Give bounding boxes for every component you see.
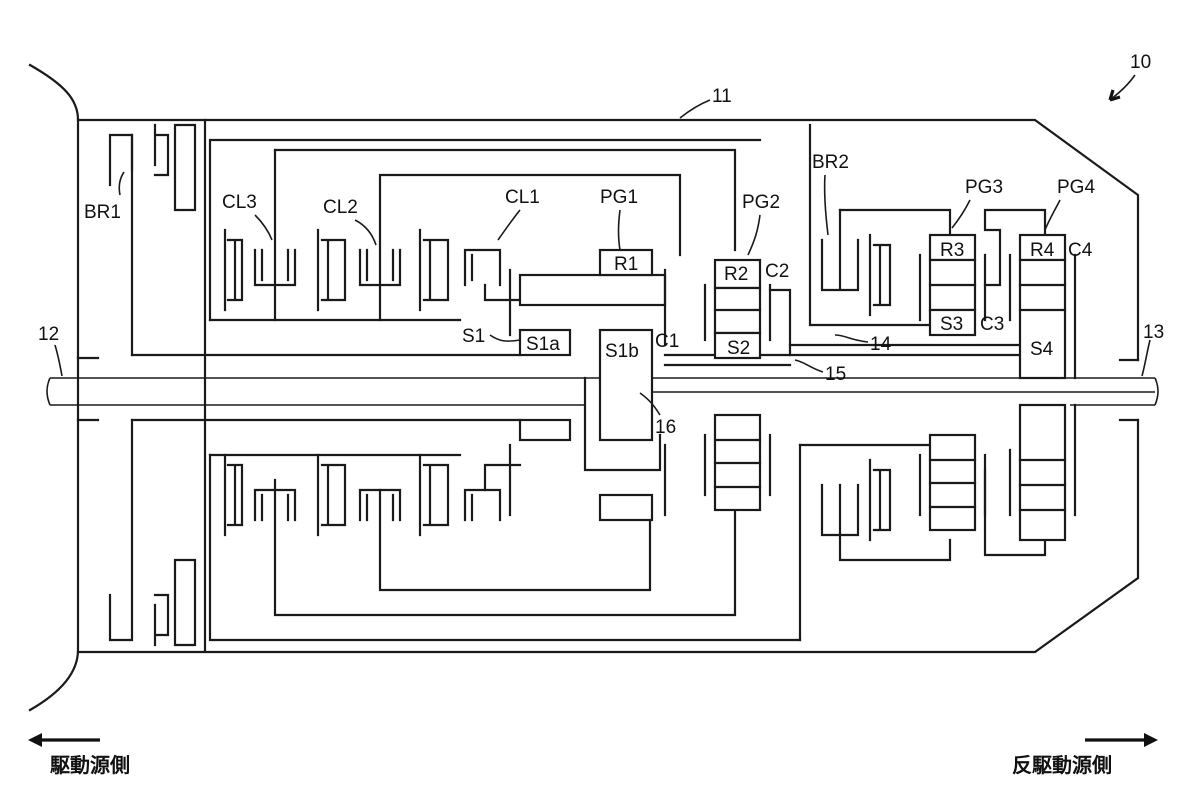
planetary-gear-pg2 bbox=[703, 258, 792, 512]
left-arrowhead-icon bbox=[28, 733, 42, 747]
label-pg2: PG2 bbox=[742, 192, 780, 213]
label-s4: S4 bbox=[1030, 339, 1054, 360]
label-s1a: S1a bbox=[526, 334, 560, 355]
label-c3: C3 bbox=[980, 314, 1004, 335]
label-br1: BR1 bbox=[84, 202, 121, 223]
leader-lines bbox=[54, 74, 1151, 416]
clutch-cl2-lower bbox=[316, 453, 402, 537]
label-ref-14: 14 bbox=[870, 334, 892, 355]
clutch-drums-lower bbox=[208, 453, 802, 642]
caption-drive-side: 駆動源側 bbox=[50, 753, 130, 777]
label-pg1: PG1 bbox=[600, 187, 638, 208]
label-ref-16: 16 bbox=[655, 417, 676, 438]
label-c4: C4 bbox=[1068, 240, 1093, 261]
label-br2: BR2 bbox=[812, 152, 849, 173]
label-pg4: PG4 bbox=[1057, 177, 1095, 198]
anti-drive-side-indicator: 反駆動源側 bbox=[1012, 733, 1158, 777]
label-ref-13: 13 bbox=[1143, 322, 1164, 343]
drive-side-indicator: 駆動源側 bbox=[28, 733, 130, 777]
label-r2: R2 bbox=[724, 264, 748, 285]
label-ref-11: 11 bbox=[712, 86, 732, 107]
label-r4: R4 bbox=[1030, 240, 1055, 261]
output-shaft bbox=[585, 377, 1159, 406]
label-ref-12: 12 bbox=[38, 324, 59, 345]
label-s1b: S1b bbox=[605, 341, 639, 362]
caption-anti-drive-side: 反駆動源側 bbox=[1012, 753, 1112, 777]
planetary-gear-pg3 bbox=[918, 208, 1047, 557]
label-cl3: CL3 bbox=[222, 192, 257, 213]
clutch-cl3-lower bbox=[223, 453, 297, 537]
input-shaft bbox=[46, 377, 585, 406]
diagram-labels: 10 11 12 13 14 15 16 BR1 BR2 CL3 CL2 CL1… bbox=[38, 52, 1164, 438]
clutch-cl2 bbox=[316, 228, 402, 312]
label-cl2: CL2 bbox=[323, 197, 358, 218]
label-ref-15: 15 bbox=[825, 364, 846, 385]
label-ref-10: 10 bbox=[1130, 52, 1151, 73]
transmission-case bbox=[28, 63, 1140, 712]
label-pg3: PG3 bbox=[965, 177, 1003, 198]
label-s2: S2 bbox=[727, 338, 750, 359]
label-s1: S1 bbox=[462, 326, 485, 347]
clutch-cl1 bbox=[418, 228, 522, 312]
label-c2: C2 bbox=[765, 261, 789, 282]
label-cl1: CL1 bbox=[505, 187, 540, 208]
planetary-gear-pg1 bbox=[508, 248, 667, 522]
clutch-cl1-lower bbox=[418, 453, 522, 537]
clutch-drums-upper bbox=[208, 138, 762, 322]
label-r3: R3 bbox=[940, 240, 964, 261]
label-c1: C1 bbox=[655, 331, 679, 352]
label-r1: R1 bbox=[614, 254, 638, 275]
clutch-cl3 bbox=[223, 228, 297, 312]
brake-br2 bbox=[798, 123, 952, 642]
planetary-gear-pg4 bbox=[1008, 233, 1077, 542]
right-arrowhead-icon bbox=[1144, 733, 1158, 747]
brake-br1 bbox=[108, 118, 522, 652]
label-s3: S3 bbox=[940, 314, 963, 335]
